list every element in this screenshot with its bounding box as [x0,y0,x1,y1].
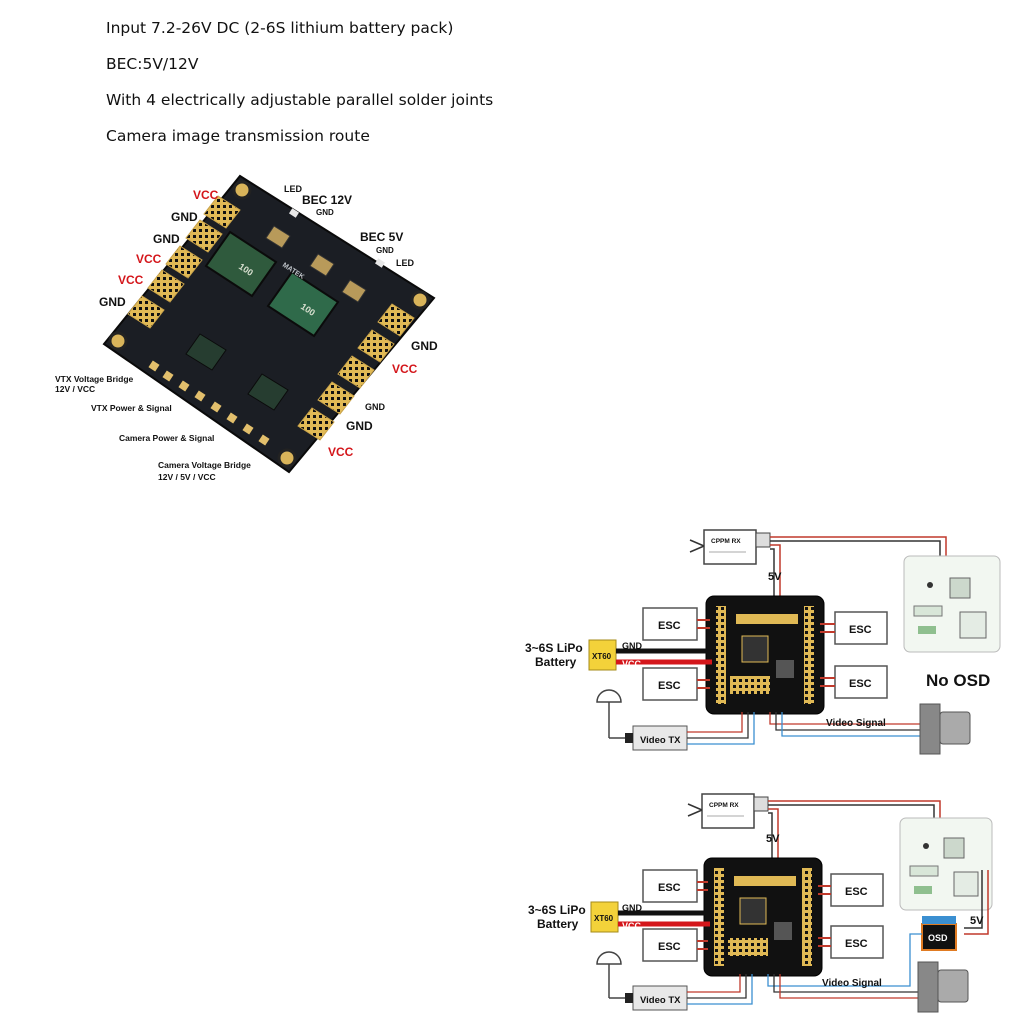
label-led-right: LED [396,258,415,268]
svg-text:3~6S LiPo: 3~6S LiPo [525,641,583,655]
pdb-small-1 [705,595,825,715]
wiring-diagram-no-osd: CPPM RX 5V No OSD [525,529,1001,755]
camera-2: Video Signal [767,933,969,1013]
label-vtx-power: VTX Power & Signal [91,403,172,413]
mount-hole [277,448,297,468]
esc-1-bl: ESC [642,667,710,701]
camera-1: Video Signal [769,703,971,755]
label-gnd-bec5: GND [376,246,394,255]
capacitor [265,225,291,249]
label-bec12: BEC 12V [302,193,352,207]
esc-1-tr: ESC [820,611,888,645]
label-vcc-2: VCC [136,252,162,266]
label-gnd-3: GND [99,295,126,309]
svg-text:XT60: XT60 [594,914,614,923]
left-pad-blocks [127,195,241,329]
svg-text:ESC: ESC [658,680,681,692]
regulator-chip-1 [185,333,227,371]
battery-2: 3~6S LiPo Battery XT60 GND VCC [528,901,710,933]
video-tx-1: Video TX [596,689,755,751]
label-vcc-right-1: VCC [392,362,418,376]
inductor-2: 100 [266,270,340,338]
led-5v [375,258,385,268]
svg-text:VCC: VCC [622,659,642,669]
mount-hole [410,290,430,310]
mount-hole [232,180,252,200]
svg-text:ESC: ESC [849,678,872,690]
label-gnd-right-3: GND [346,419,373,433]
five-v-label-osd: 5V [970,915,984,927]
svg-text:3~6S LiPo: 3~6S LiPo [528,903,586,917]
regulator-chip-2 [247,373,289,411]
label-vcc-top: VCC [193,188,219,202]
svg-text:Battery: Battery [535,655,577,669]
led-12v [289,208,299,218]
spec-bec: BEC:5V/12V [106,55,199,73]
bottom-pad-row [148,360,270,446]
svg-text:ESC: ESC [658,620,681,632]
label-vcc-3: VCC [118,273,144,287]
spec-input: Input 7.2-26V DC (2-6S lithium battery p… [106,19,454,37]
capacitor [341,279,367,303]
flight-controller-2 [899,817,993,911]
spec-solder: With 4 electrically adjustable parallel … [106,91,494,109]
mount-hole [108,331,128,351]
osd-module: OSD [921,916,957,951]
label-gnd-right-1: GND [411,339,438,353]
svg-text:ESC: ESC [845,886,868,898]
capacitor [309,253,335,277]
svg-text:ESC: ESC [849,624,872,636]
esc-2-bl: ESC [642,928,708,962]
svg-text:Video TX: Video TX [640,995,681,1006]
svg-text:GND: GND [622,641,643,651]
inductor-1: 100 [204,230,278,298]
svg-text:CPPM RX: CPPM RX [711,538,741,545]
label-bec5: BEC 5V [360,230,403,244]
esc-1-br: ESC [820,665,888,699]
svg-text:VCC: VCC [622,921,642,931]
esc-1-tl: ESC [642,607,710,641]
receiver-2: CPPM RX [687,793,769,829]
label-vcc-right-2: VCC [328,445,354,459]
pdb-small-2 [703,857,823,977]
esc-2-tr: ESC [818,873,884,907]
receiver-1: CPPM RX [689,529,771,565]
label-cam-bridge-sub: 12V / 5V / VCC [158,472,216,482]
svg-text:ESC: ESC [658,941,681,953]
label-gnd-bec12: GND [316,208,334,217]
svg-text:Video Signal: Video Signal [826,718,886,729]
label-vtx-bridge: VTX Voltage Bridge [55,374,134,384]
label-gnd-right-2: GND [365,402,386,412]
svg-text:ESC: ESC [845,938,868,950]
svg-text:ESC: ESC [658,882,681,894]
right-pad-blocks [297,303,415,441]
flight-controller-1 [903,555,1001,653]
label-gnd-2: GND [153,232,180,246]
label-gnd-1: GND [171,210,198,224]
label-vtx-bridge-sub: 12V / VCC [55,384,95,394]
spec-camera: Camera image transmission route [106,127,370,145]
svg-text:Video TX: Video TX [640,735,681,746]
no-osd-label: No OSD [926,671,990,690]
video-tx-2: Video TX [596,951,753,1011]
five-v-label-1: 5V [768,571,782,583]
label-led-top: LED [284,184,303,194]
five-v-label-2: 5V [766,833,780,845]
wiring-diagram-osd: CPPM RX 5V 5V OSD [528,793,993,1013]
pdb-photo: 100 100 MATEK VCC GND GND VCC VCC GND LE… [55,174,438,482]
label-cam-bridge: Camera Voltage Bridge [158,460,251,470]
svg-text:OSD: OSD [928,933,948,943]
battery-1: 3~6S LiPo Battery XT60 GND VCC [525,639,712,671]
svg-text:XT60: XT60 [592,652,612,661]
esc-2-br: ESC [818,925,884,959]
svg-text:CPPM RX: CPPM RX [709,802,739,809]
esc-2-tl: ESC [642,869,708,903]
label-cam-power: Camera Power & Signal [119,433,214,443]
svg-text:Battery: Battery [537,917,579,931]
svg-text:Video Signal: Video Signal [822,978,882,989]
svg-text:GND: GND [622,903,643,913]
